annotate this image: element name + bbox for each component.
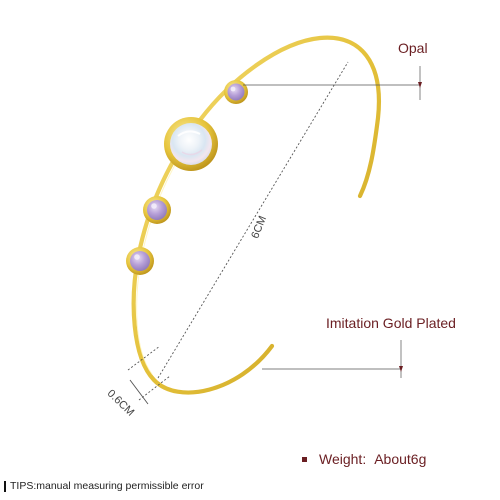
width-dimension-bar bbox=[129, 379, 149, 405]
tips-bar-icon bbox=[4, 480, 6, 492]
tips-row: TIPS:manual measuring permissible error bbox=[4, 479, 204, 493]
imitation-gold-label: Imitation Gold Plated bbox=[326, 315, 456, 331]
stone-opal-center bbox=[164, 117, 218, 171]
weight-label: Weight: bbox=[319, 451, 367, 467]
stone-small-bottom bbox=[126, 247, 154, 275]
length-dimension-line bbox=[157, 61, 349, 379]
opal-label: Opal bbox=[398, 40, 428, 56]
width-dimension-line-1 bbox=[127, 345, 161, 371]
stone-small-top bbox=[224, 80, 248, 104]
width-dimension-line-2 bbox=[138, 375, 171, 401]
tips-text: TIPS:manual measuring permissible error bbox=[10, 479, 204, 492]
opal-tick-arrow bbox=[418, 82, 422, 88]
bullet-icon bbox=[302, 456, 307, 462]
stone-small-middle bbox=[143, 196, 171, 224]
weight-row: Weight: About6g bbox=[302, 451, 426, 467]
weight-value: About6g bbox=[374, 451, 427, 467]
gold-tick-arrow bbox=[399, 366, 403, 372]
